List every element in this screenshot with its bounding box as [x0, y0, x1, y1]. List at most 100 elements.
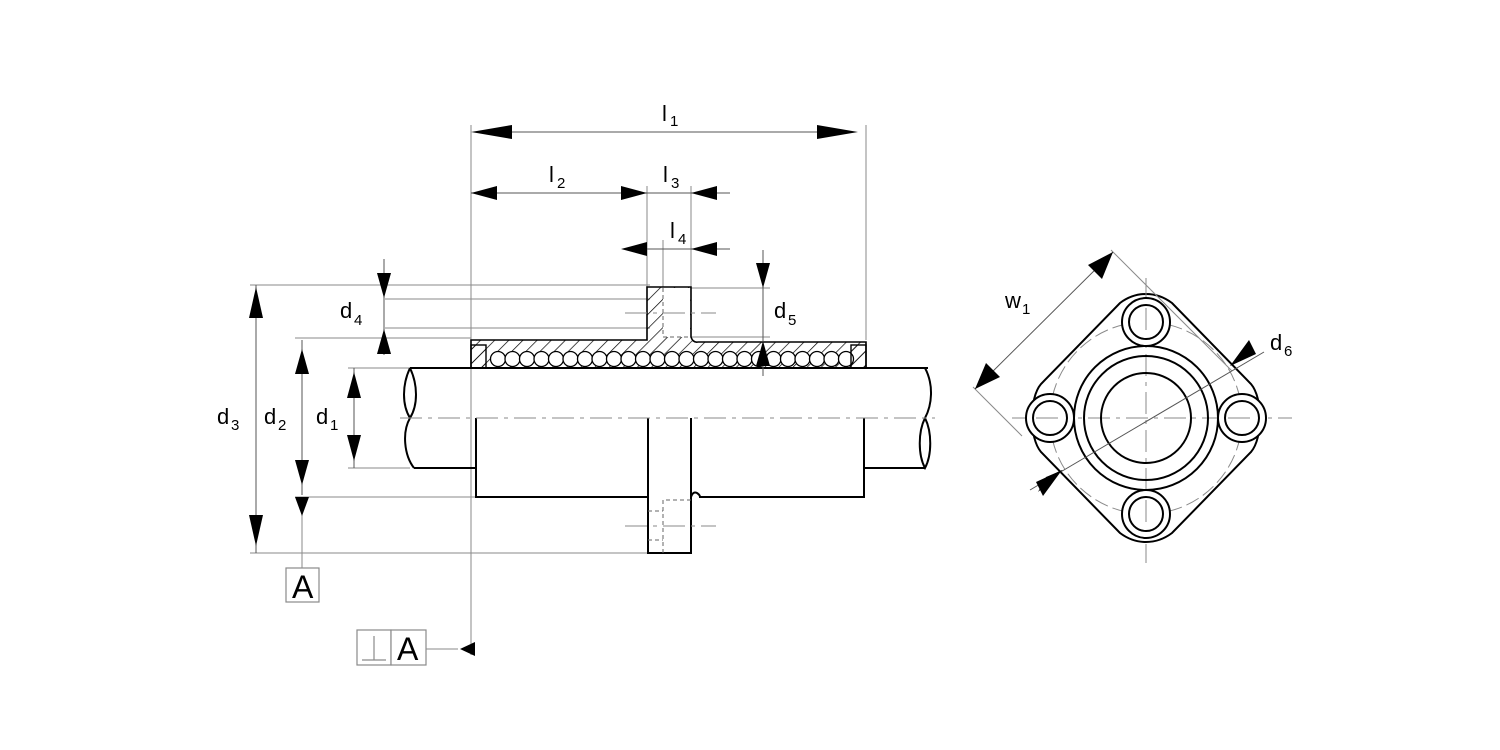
extension-lines	[250, 125, 867, 655]
arrowhead	[691, 242, 717, 256]
label-d3: d	[217, 404, 229, 429]
bearing-ball	[808, 350, 826, 368]
tolerance-leader-arrow	[460, 642, 475, 656]
arrowhead	[249, 287, 263, 318]
label-d4: d	[340, 298, 352, 323]
bearing-ball	[779, 350, 797, 368]
dimension-l4: l 4	[621, 218, 730, 256]
bearing-ball	[663, 350, 681, 368]
datum-box	[285, 567, 320, 603]
dimension-d5: d 5	[756, 250, 796, 376]
label-l2: l	[549, 162, 554, 187]
arrowhead	[817, 125, 858, 139]
label-d4-subscript: 4	[354, 312, 362, 329]
bearing-ball	[721, 350, 739, 368]
bearing-ball	[533, 350, 550, 368]
arrowhead	[756, 341, 770, 366]
arrowhead	[295, 460, 309, 485]
arrowhead	[756, 263, 770, 288]
arrowhead	[691, 186, 717, 200]
arrowhead	[295, 349, 309, 374]
label-d6: d	[1270, 330, 1282, 355]
arrowhead	[1036, 470, 1062, 496]
bearing-ball	[649, 350, 666, 368]
tolerance-datum-label: A	[397, 631, 419, 667]
arrowhead	[377, 273, 391, 298]
bearing-ball	[518, 350, 536, 368]
bearing-housing-upper-section	[470, 286, 867, 369]
side-view: l 1 l 2 l 3 l 4	[217, 101, 935, 667]
bearing-ball	[547, 350, 565, 368]
bore-ring	[1100, 372, 1192, 464]
dimension-l2: l 2	[471, 162, 647, 200]
housing-inner-ring	[1083, 355, 1209, 481]
dimension-l3: l 3	[647, 162, 730, 200]
arrowhead	[347, 372, 361, 398]
bolt-hole-section	[662, 288, 691, 338]
label-d2-subscript: 2	[278, 417, 286, 434]
arrowhead	[471, 186, 497, 200]
bearing-ball	[678, 350, 695, 368]
dimension-w1: w 1	[972, 249, 1233, 437]
bearing-ball	[794, 350, 811, 368]
label-d1-subscript: 1	[330, 417, 338, 434]
bearing-ball	[591, 350, 608, 368]
bearing-ball	[634, 350, 652, 368]
label-l1: l	[662, 101, 667, 126]
bearing-ball	[576, 350, 594, 368]
arrowhead	[621, 242, 647, 256]
tolerance-frame: A	[356, 600, 475, 667]
ball-row	[489, 350, 855, 368]
seal-right	[850, 344, 867, 369]
label-d3-subscript: 3	[231, 417, 239, 434]
dimension-d3: d 3	[217, 285, 263, 553]
arrowhead	[1230, 340, 1256, 366]
label-d6-subscript: 6	[1284, 343, 1292, 360]
bearing-ball	[692, 350, 710, 368]
arrowhead	[621, 186, 647, 200]
label-l3-subscript: 3	[671, 175, 679, 192]
bearing-ball	[504, 350, 521, 368]
flange-lower-outline	[647, 418, 692, 554]
dimension-d6: d 6	[1029, 330, 1292, 496]
bearing-ball	[736, 350, 753, 368]
tolerance-datum-cell	[390, 629, 427, 666]
arrowhead	[377, 329, 391, 354]
label-d1: d	[316, 404, 328, 429]
label-w1: w	[1004, 288, 1021, 313]
bearing-ball	[620, 350, 637, 368]
dimension-d4: d 4	[340, 259, 391, 355]
dimension-d1: d 1	[316, 368, 361, 468]
bearing-ball	[823, 350, 840, 368]
bearing-ball	[605, 350, 623, 368]
shaft-break-right	[918, 367, 932, 471]
bearing-ball	[562, 350, 579, 368]
bearing-ball	[707, 350, 724, 368]
front-view: w 1 d 6	[972, 249, 1292, 563]
label-d2: d	[264, 404, 276, 429]
arrowhead	[1088, 252, 1113, 279]
arrowhead	[471, 125, 512, 139]
seal-left	[470, 344, 487, 369]
datum-triangle	[295, 497, 309, 516]
housing-right-outline	[690, 418, 865, 498]
label-d5-subscript: 5	[788, 312, 796, 329]
label-l4-subscript: 4	[678, 231, 686, 248]
label-l3: l	[663, 162, 668, 187]
housing-left-outline	[475, 418, 648, 498]
arrowhead	[975, 363, 1000, 389]
bearing-housing-lower	[475, 418, 865, 554]
label-w1-subscript: 1	[1022, 301, 1030, 318]
perpendicularity-icon	[362, 636, 386, 661]
dimension-l1: l 1	[471, 101, 858, 139]
bearing-ball	[489, 350, 507, 368]
label-d5: d	[774, 298, 786, 323]
datum-label: A	[292, 569, 314, 605]
hidden-bolt-hole	[662, 499, 691, 553]
label-l1-subscript: 1	[670, 113, 678, 130]
arrowhead	[249, 515, 263, 546]
label-l4: l	[670, 218, 675, 243]
datum-a: A	[285, 497, 320, 605]
label-l2-subscript: 2	[557, 175, 565, 192]
